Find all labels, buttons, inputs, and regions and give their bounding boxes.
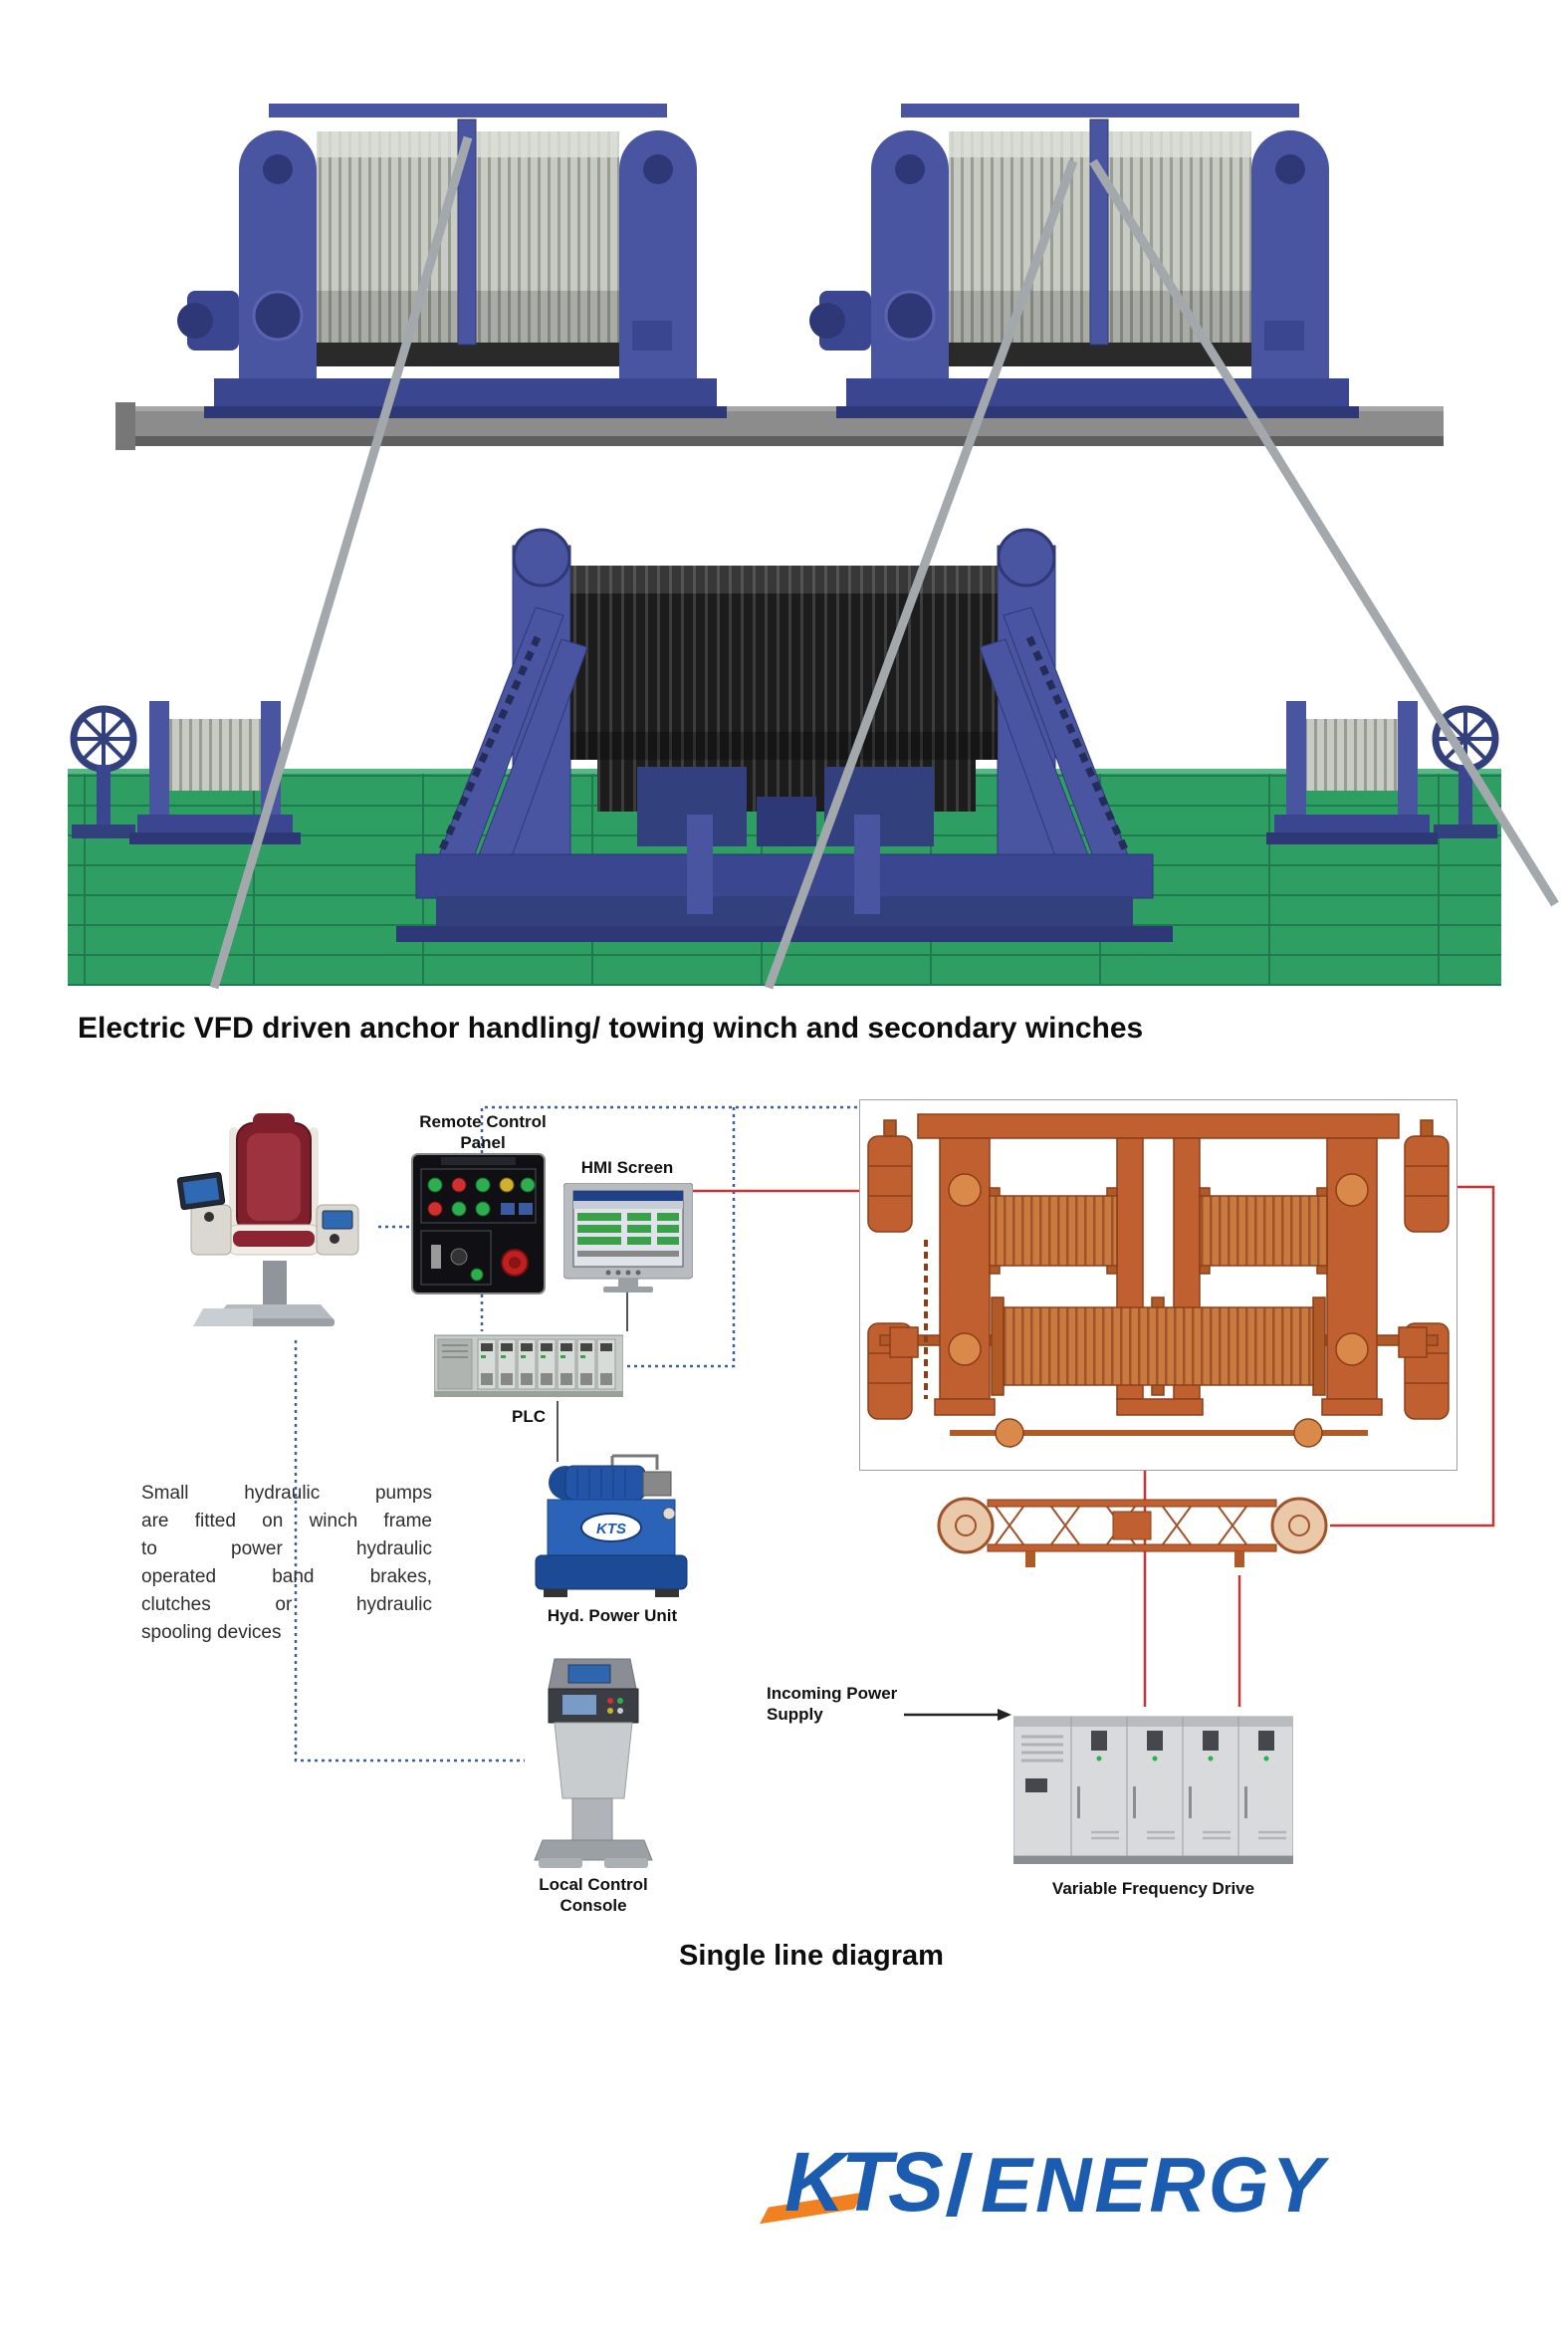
caption: Electric VFD driven anchor handling/ tow…	[78, 1012, 1144, 1045]
hmi-screen-illustration	[563, 1183, 693, 1293]
operator-chair-illustration	[176, 1113, 359, 1326]
note-line: Small hydraulic pumps	[141, 1483, 432, 1504]
vfd-label: Variable Frequency Drive	[1051, 1879, 1255, 1898]
diagram-title: Single line diagram	[679, 1940, 944, 1972]
vfd-doors	[1077, 1731, 1286, 1840]
main-towing-winch	[396, 528, 1173, 942]
winch-system-illustration	[68, 102, 1559, 990]
energy-text: ENERGY	[981, 2140, 1327, 2229]
remote-control-panel-label: Remote Control Panel	[419, 1112, 547, 1153]
signal-lines-solid	[557, 1293, 628, 1462]
spooling-device-drawing	[937, 1497, 1328, 1567]
winch-technical-drawing	[867, 1113, 1450, 1448]
hyd-power-unit-label: Hyd. Power Unit	[547, 1606, 678, 1625]
note-line: clutches or hydraulic	[141, 1594, 432, 1615]
note-text: Small hydraulic pumps are fitted on winc…	[141, 1480, 432, 1647]
note-line: operated band brakes,	[141, 1566, 432, 1587]
incoming-power-supply-label: Incoming Power Supply	[767, 1684, 898, 1725]
right-secondary-winch	[1266, 701, 1499, 844]
kts-mark: KTS	[760, 2134, 944, 2231]
signal-lines-dotted	[294, 1105, 859, 1763]
vfd-cabinet-illustration	[1013, 1716, 1293, 1864]
panel-buttons	[427, 1177, 536, 1282]
power-lines-red	[693, 1185, 1495, 1707]
remote-control-panel-illustration	[411, 1153, 546, 1294]
wire-ropes	[209, 135, 1559, 990]
winch-drawing-box	[859, 1099, 1457, 1471]
local-control-console-illustration	[534, 1658, 653, 1868]
left-secondary-winch	[70, 701, 301, 844]
note-line: are fitted on winch frame	[141, 1511, 432, 1531]
note-line: spooling devices	[141, 1622, 282, 1643]
incoming-power-arrow	[904, 1709, 1011, 1721]
plc-illustration	[434, 1334, 623, 1397]
note-line: to power hydraulic	[141, 1538, 432, 1559]
hmi-screen-label: HMI Screen	[580, 1158, 674, 1177]
logo-separator	[946, 2153, 973, 2217]
plc-label: PLC	[512, 1407, 546, 1426]
local-control-console-label: Local Control Console	[539, 1875, 648, 1916]
kts-text: KTS	[784, 2134, 944, 2229]
hydraulic-power-unit-illustration: KTS	[535, 1454, 688, 1597]
hpu-logo-text: KTS	[596, 1521, 626, 1537]
kts-energy-logo: KTS ENERGY	[760, 2135, 1326, 2229]
